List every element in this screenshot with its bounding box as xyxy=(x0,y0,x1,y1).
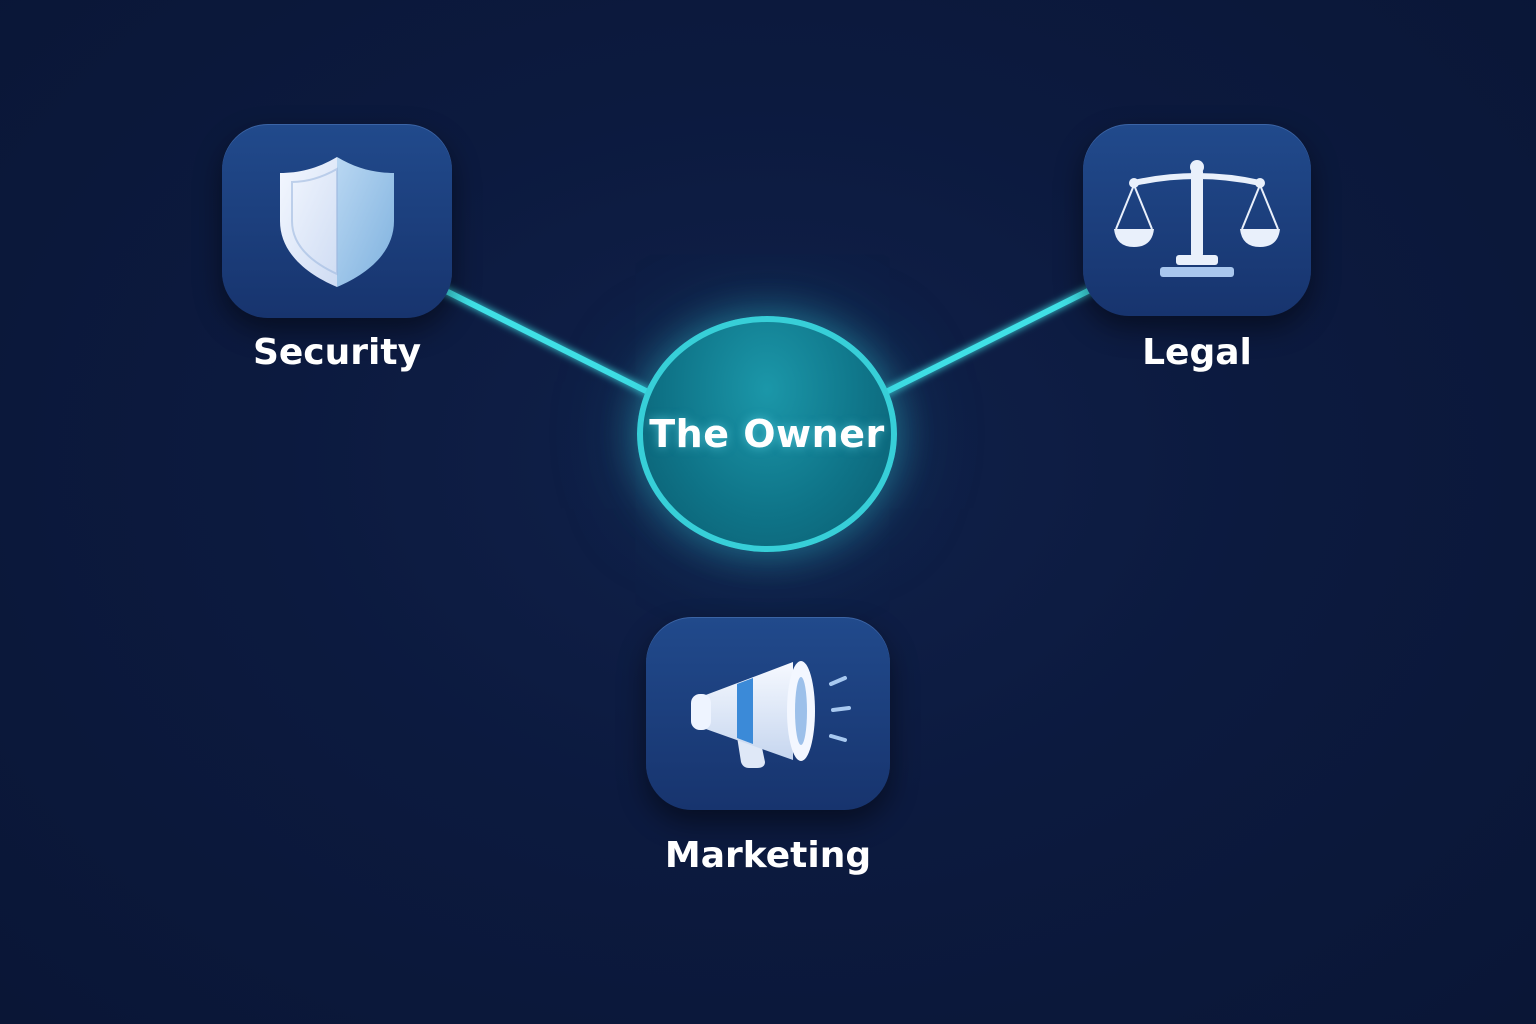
connector-legal xyxy=(883,285,1097,395)
shield-icon xyxy=(280,157,394,287)
connector-security xyxy=(437,285,651,395)
center-node: The Owner xyxy=(637,316,897,552)
marketing-label: Marketing xyxy=(664,835,872,876)
scales-icon xyxy=(1114,160,1280,277)
security-label: Security xyxy=(252,332,422,373)
center-node-label: The Owner xyxy=(649,412,885,456)
megaphone-icon xyxy=(691,660,851,768)
security-node xyxy=(222,124,452,318)
legal-node xyxy=(1083,124,1311,316)
legal-label: Legal xyxy=(1142,332,1252,373)
marketing-node xyxy=(646,617,890,810)
